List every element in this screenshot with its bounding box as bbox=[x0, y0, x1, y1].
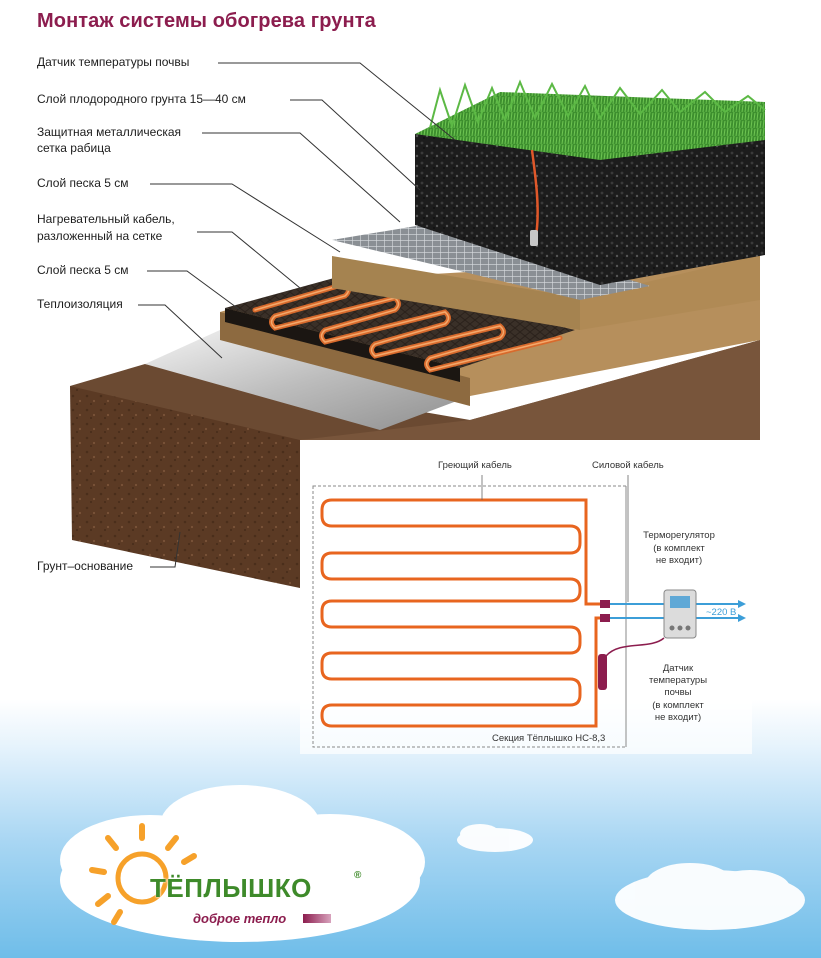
label-sensor-line3: почвы bbox=[634, 687, 722, 698]
cloud-right bbox=[615, 863, 805, 930]
slogan-bar bbox=[303, 914, 331, 923]
label-section: Секция Тёплышко НС-8,3 bbox=[492, 733, 605, 744]
thermostat-icon bbox=[664, 590, 696, 638]
label-sensor-line5: не входит) bbox=[634, 712, 722, 723]
label-cable-line1: Нагревательный кабель, bbox=[37, 212, 175, 227]
registered-mark: ® bbox=[354, 870, 361, 881]
label-heating-cable: Греющий кабель bbox=[438, 460, 512, 471]
label-soil-sensor: Датчик температуры почвы bbox=[37, 55, 189, 70]
label-voltage: ~220 В bbox=[706, 607, 736, 618]
label-thermostat-line1: Терморегулятор bbox=[636, 530, 722, 541]
label-base-soil: Грунт–основание bbox=[37, 559, 133, 574]
brand-logo-text: ТЁПЛЫШКО bbox=[150, 873, 312, 904]
label-power-cable: Силовой кабель bbox=[592, 460, 664, 471]
cloud-small bbox=[457, 824, 533, 852]
label-mesh-line1: Защитная металлическая bbox=[37, 125, 181, 140]
label-thermostat-line3: не входит) bbox=[636, 555, 722, 566]
label-thermostat-line2: (в комплект bbox=[636, 543, 722, 554]
label-cable-line2: разложенный на сетке bbox=[37, 229, 162, 244]
label-sensor-line1: Датчик bbox=[634, 663, 722, 674]
brand-slogan: доброе тепло bbox=[193, 911, 286, 926]
soil-sensor-icon bbox=[598, 654, 607, 690]
label-sensor-line4: (в комплект bbox=[634, 700, 722, 711]
label-insulation: Теплоизоляция bbox=[37, 297, 123, 312]
label-sensor-line2: температуры bbox=[634, 675, 722, 686]
label-mesh-line2: сетка рабица bbox=[37, 141, 111, 156]
page-title: Монтаж системы обогрева грунта bbox=[37, 10, 376, 33]
label-sand-bottom: Слой песка 5 см bbox=[37, 263, 128, 278]
label-sand-top: Слой песка 5 см bbox=[37, 176, 128, 191]
sensor-probe-3d bbox=[530, 230, 538, 246]
label-fertile-soil: Слой плодородного грунта 15—40 см bbox=[37, 92, 246, 107]
